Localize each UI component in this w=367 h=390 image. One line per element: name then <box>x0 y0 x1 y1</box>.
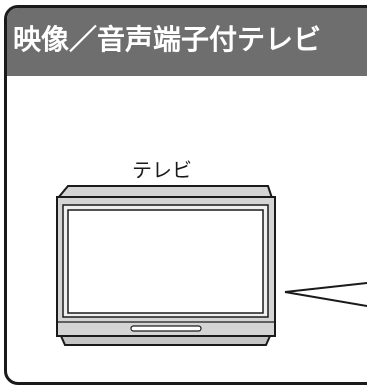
cable-line-lower <box>284 291 367 307</box>
tv-label: テレビ <box>132 158 192 182</box>
panel-title: 映像／音声端子付テレビ <box>13 23 322 56</box>
tv-control-slot <box>130 325 202 332</box>
tv-base <box>59 335 272 346</box>
cable-lines <box>284 282 367 307</box>
television-icon <box>55 185 276 346</box>
cable-line-upper <box>284 282 367 293</box>
tv-screen <box>67 209 264 314</box>
panel-header: 映像／音声端子付テレビ <box>7 8 367 76</box>
